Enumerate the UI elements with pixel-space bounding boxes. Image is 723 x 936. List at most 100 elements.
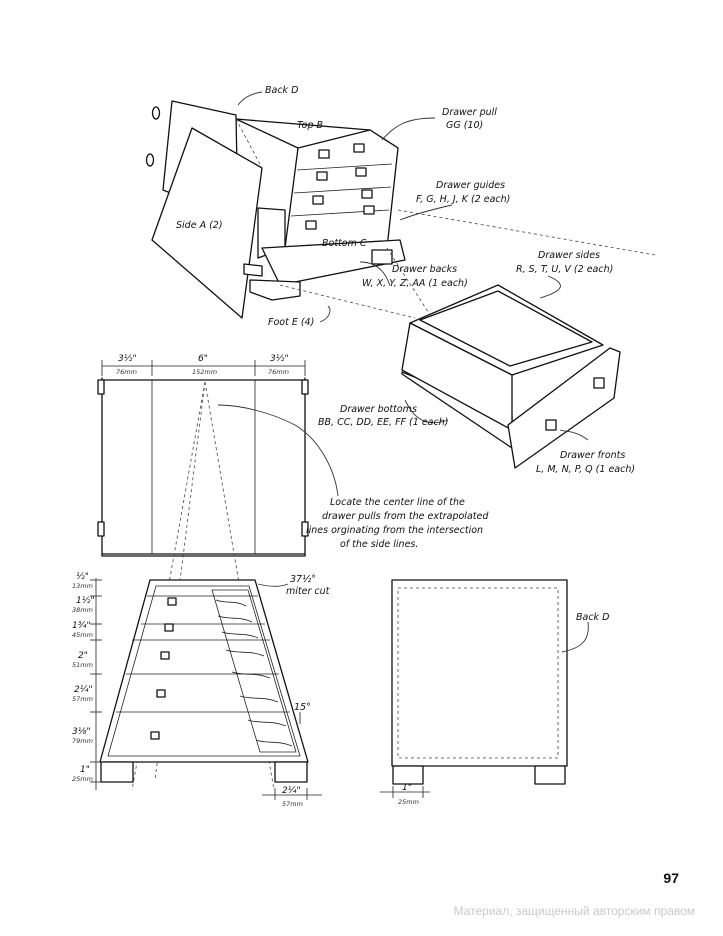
- foot: [274, 761, 308, 783]
- dim-d7: 1": [80, 765, 90, 775]
- dim-foot-width-mm: 57mm: [282, 800, 303, 808]
- cabinet-front-frame: [284, 129, 399, 249]
- drawer-pull: [363, 205, 375, 215]
- back-elevation: [380, 579, 589, 798]
- dim-top-left: 3½": [118, 354, 137, 364]
- label-drawer-backs: Drawer backs: [392, 264, 457, 275]
- drawer-pull: [353, 143, 365, 153]
- leader-back-d: [237, 91, 263, 106]
- alignment-line: [386, 247, 433, 319]
- foot: [243, 263, 263, 277]
- dim-top-mid-mm: 152mm: [192, 368, 217, 376]
- label-drawer-pull: Drawer pull: [442, 107, 497, 118]
- drawer-pull: [545, 419, 557, 431]
- drawer-pull: [156, 689, 166, 698]
- label-side-a: Side A (2): [176, 220, 223, 231]
- back-outline: [391, 579, 568, 767]
- foot: [534, 765, 566, 785]
- label-top-b: Top B: [297, 120, 323, 131]
- note-line-2: drawer pulls from the extrapolated: [322, 511, 489, 522]
- dim-d4: 2": [78, 651, 88, 661]
- label-foot-e: Foot E (4): [268, 317, 314, 328]
- drawer-pull: [305, 220, 317, 230]
- drawer-divider: [296, 163, 393, 171]
- drawer-pull: [150, 731, 160, 740]
- front-outline: [99, 579, 309, 763]
- leader-back-d-elev: [561, 621, 589, 653]
- dim-d4-mm: 51mm: [72, 661, 93, 669]
- leader-drawer-pull: [381, 117, 436, 141]
- dim-top-left-mm: 76mm: [116, 368, 137, 376]
- leader-drawer-fronts: [559, 429, 589, 441]
- dim-foot-width: 2¼": [282, 786, 301, 796]
- drawer-pull: [593, 377, 605, 389]
- dim-d3-mm: 45mm: [72, 631, 93, 639]
- leader-miter: [257, 583, 289, 587]
- dim-top-right-mm: 76mm: [268, 368, 289, 376]
- dimension-labels: 3½" 76mm 6" 152mm 3½" 76mm ½" 13mm 1½" 3…: [72, 354, 419, 808]
- copyright-watermark: Материал, защищенный авторским правом: [453, 904, 695, 918]
- dim-d2: 1½": [76, 596, 95, 606]
- label-drawer-guides: Drawer guides: [436, 180, 505, 191]
- leader-drawer-backs: [359, 261, 391, 287]
- label-drawer-pull-code: GG (10): [446, 120, 483, 131]
- label-drawer-sides: Drawer sides: [538, 250, 600, 261]
- dim-d6-mm: 79mm: [72, 737, 93, 745]
- foot: [100, 761, 134, 783]
- label-miter-angle: 37½°: [290, 574, 316, 585]
- label-drawer-sides-codes: R, S, T, U, V (2 each): [516, 264, 613, 275]
- leader-center-line-note: [217, 404, 339, 497]
- label-drawer-backs-codes: W, X, Y, Z, AA (1 each): [362, 278, 468, 289]
- dim-d1: ½": [76, 572, 89, 582]
- label-drawer-guides-codes: F, G, H, J, K (2 each): [416, 194, 510, 205]
- label-back-d: Back D: [265, 85, 298, 96]
- label-bottom-c: Bottom C: [322, 238, 367, 249]
- label-angle-15: 15°: [294, 702, 311, 713]
- label-drawer-bottoms-codes: BB, CC, DD, EE, FF (1 each): [318, 417, 448, 428]
- drawer-pull: [312, 195, 324, 205]
- label-back-d-elev: Back D: [576, 612, 609, 623]
- drawer-pull: [164, 623, 174, 632]
- dim-d5: 2¼": [74, 685, 93, 695]
- dowel-hole: [145, 153, 155, 167]
- plan-outline: [101, 377, 306, 557]
- label-drawer-fronts: Drawer fronts: [560, 450, 625, 461]
- note-line-4: of the side lines.: [340, 539, 418, 550]
- alignment-line: [397, 209, 656, 256]
- leader-drawer-bottoms: [404, 399, 449, 423]
- wood-grain: [211, 589, 297, 753]
- label-miter-cut: miter cut: [286, 586, 331, 597]
- drawer-pull: [167, 597, 177, 606]
- back-d-outline: [397, 587, 559, 759]
- dowel-hole: [151, 106, 161, 120]
- dim-d6: 3⅛": [72, 727, 91, 737]
- foot-e: [249, 279, 301, 301]
- drawer-interior: [419, 290, 593, 367]
- label-drawer-bottoms: Drawer bottoms: [340, 404, 417, 415]
- plan-foot: [301, 379, 309, 395]
- label-drawer-fronts-codes: L, M, N, P, Q (1 each): [536, 464, 635, 475]
- leader-drawer-guides: [399, 204, 453, 221]
- drawer-front-panel: [507, 347, 621, 469]
- drawer-divider: [293, 186, 392, 194]
- side-a-panel: [151, 127, 263, 319]
- dim-d7-mm: 25mm: [72, 775, 93, 783]
- dim-d5-mm: 57mm: [72, 695, 93, 703]
- plan-foot: [97, 521, 105, 537]
- drawer-pull: [361, 189, 373, 199]
- dim-back-foot-mm: 25mm: [398, 798, 419, 806]
- front-inner: [107, 585, 301, 757]
- alignment-line: [279, 284, 416, 319]
- bottom-c-panel: [261, 239, 406, 286]
- drawer-pull: [355, 167, 367, 177]
- dim-d3: 1¾": [72, 621, 91, 631]
- note-line-1: Locate the center line of the: [330, 497, 465, 508]
- drawer-pull: [316, 171, 328, 181]
- page-number: 97: [663, 870, 679, 886]
- dim-top-right: 3½": [270, 354, 289, 364]
- plan-foot: [301, 521, 309, 537]
- labels: Back D Top B Drawer pull GG (10) Drawer …: [176, 85, 635, 713]
- drawer-pull: [160, 651, 170, 660]
